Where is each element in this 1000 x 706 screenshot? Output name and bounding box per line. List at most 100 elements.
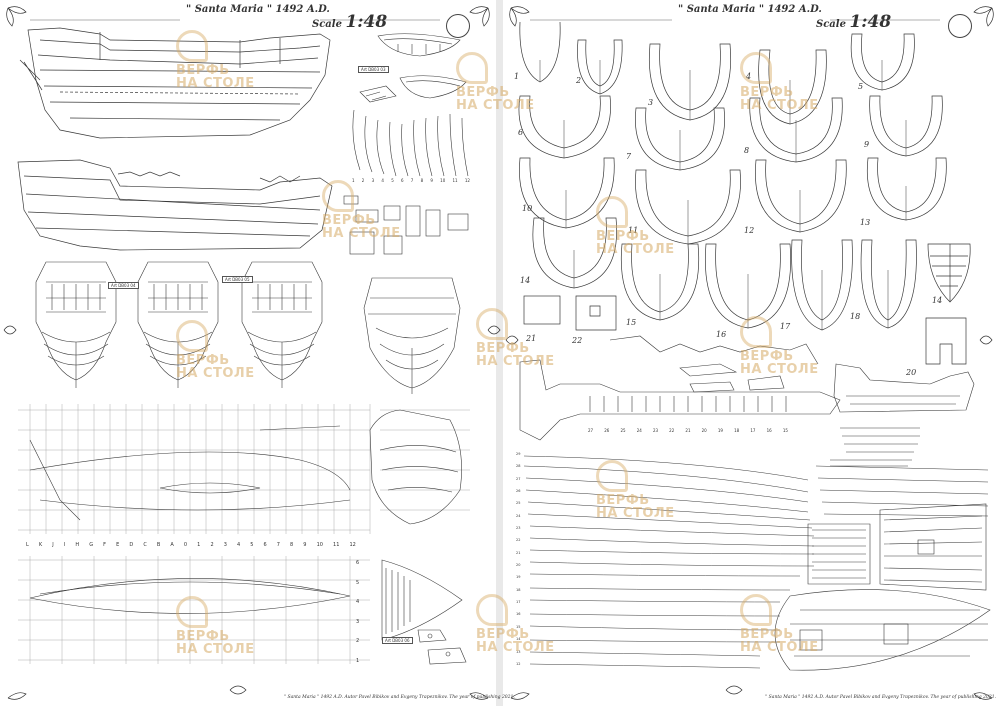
- callout-stern-1: Art DB03 04: [108, 282, 139, 289]
- frame-label: 21: [526, 334, 537, 343]
- keel-label: 24: [636, 428, 642, 433]
- page-gutter: [496, 0, 503, 706]
- rib-label: 6: [400, 178, 404, 183]
- plank-label: 19: [516, 575, 521, 580]
- grid-label: F: [103, 542, 107, 548]
- grid-label: 10: [316, 542, 323, 548]
- watermark-text: НА СТОЛЕ: [176, 366, 255, 381]
- grid-label: 3: [356, 618, 360, 625]
- rib-label: 3: [371, 178, 375, 183]
- keel-label: 27: [588, 428, 594, 433]
- grid-label: 0: [183, 542, 188, 548]
- plank-label: 21: [516, 550, 521, 555]
- rib-label: 9: [430, 178, 433, 183]
- left-sheet-footer: " Santa Maria " 1492 A.D. Autor Pavel Bi…: [284, 695, 515, 700]
- frame-label: 5: [858, 82, 864, 91]
- rib-label: 10: [440, 178, 446, 183]
- grid-label: 5: [250, 542, 254, 548]
- watermark-ship-icon: [740, 594, 772, 626]
- frame-label: 6: [518, 128, 524, 137]
- grid-label: 1: [356, 657, 360, 664]
- callout-boat: Art DB03 03: [358, 66, 389, 73]
- deck-drawing: [381, 559, 467, 665]
- longboat-drawing: [359, 33, 467, 103]
- plank-label: 24: [516, 513, 521, 518]
- rib-templates: [352, 109, 469, 177]
- plank-label: 22: [516, 538, 521, 543]
- left-sheet-logo: [446, 14, 470, 38]
- plank-label: 27: [516, 476, 521, 481]
- plank-label: 15: [516, 624, 521, 629]
- frame-label: 16: [716, 330, 727, 339]
- watermark-text: НА СТОЛЕ: [456, 98, 535, 113]
- frame-label: 22: [572, 336, 583, 345]
- rib-labels: 1 2 3 4 5 6 7 8 9 10 11 12: [352, 178, 470, 183]
- keel-label: 22: [669, 428, 675, 433]
- frame-label: 18: [850, 312, 861, 321]
- frame-label: 17: [780, 322, 791, 331]
- plank-label: 17: [516, 600, 521, 605]
- watermark-text: НА СТОЛЕ: [476, 640, 555, 655]
- frame-label: 3: [648, 98, 654, 107]
- watermark-text: НА СТОЛЕ: [476, 354, 555, 369]
- watermark-ship-icon: [740, 52, 772, 84]
- grid-side-labels: 6 5 4 3 2 1: [356, 560, 359, 664]
- watermark-ship-icon: [596, 196, 628, 228]
- keel-label: 21: [685, 428, 691, 433]
- frame-label: 2: [576, 76, 582, 85]
- watermark-text: ВЕРФЬ: [176, 353, 230, 368]
- watermark-text: ВЕРФЬ: [476, 341, 530, 356]
- plank-label: 12: [516, 661, 521, 666]
- plank-label: 26: [516, 489, 521, 494]
- rib-label: 4: [381, 178, 384, 183]
- watermark-text: ВЕРФЬ: [740, 85, 794, 100]
- watermark-text: ВЕРФЬ: [176, 63, 230, 78]
- grid-label: 8: [290, 542, 294, 548]
- grid-label: A: [170, 542, 174, 548]
- grid-label: 2: [356, 638, 360, 645]
- watermark-text: ВЕРФЬ: [740, 627, 794, 642]
- grid-label: B: [156, 542, 161, 548]
- watermark-text: ВЕРФЬ: [176, 629, 230, 644]
- watermark-ship-icon: [476, 594, 508, 626]
- grid-label: L: [26, 542, 29, 548]
- watermark-ship-icon: [322, 180, 354, 212]
- grid-label: 12: [349, 542, 356, 548]
- keel-label: 26: [604, 428, 610, 433]
- frame-label: 10: [522, 204, 533, 213]
- watermark-ship-icon: [596, 460, 628, 492]
- grid-label: C: [143, 542, 147, 548]
- grid-label: 6: [356, 560, 360, 566]
- callout-guns: Art DB03 06: [382, 637, 413, 644]
- plank-label: 28: [516, 464, 521, 469]
- grid-label: 4: [236, 542, 241, 548]
- grid-label: 7: [276, 542, 280, 548]
- rib-label: 2: [361, 178, 365, 183]
- rib-label: 12: [464, 178, 470, 183]
- frame-label: 11: [628, 226, 639, 235]
- grid-label: 1: [197, 542, 201, 548]
- grid-label: 6: [263, 542, 267, 548]
- watermark-text: НА СТОЛЕ: [740, 362, 819, 377]
- watermark-text: НА СТОЛЕ: [322, 226, 401, 241]
- watermark-ship-icon: [176, 320, 208, 352]
- grid-label: 9: [303, 542, 307, 548]
- plank-label: 20: [516, 563, 521, 568]
- frame-centerlines: [539, 60, 907, 330]
- grid-label: K: [38, 542, 43, 548]
- right-sheet-logo: [948, 14, 972, 38]
- right-sheet-scale: Scale 1:48: [816, 12, 892, 32]
- keel-label: 18: [734, 428, 740, 433]
- watermark-text: ВЕРФЬ: [322, 213, 376, 228]
- plank-labels: 29 28 27 26 25 24 23 22 21 20 19 18 17 1…: [516, 452, 520, 666]
- plank-label: 23: [516, 526, 521, 531]
- frame-label: 8: [744, 146, 750, 155]
